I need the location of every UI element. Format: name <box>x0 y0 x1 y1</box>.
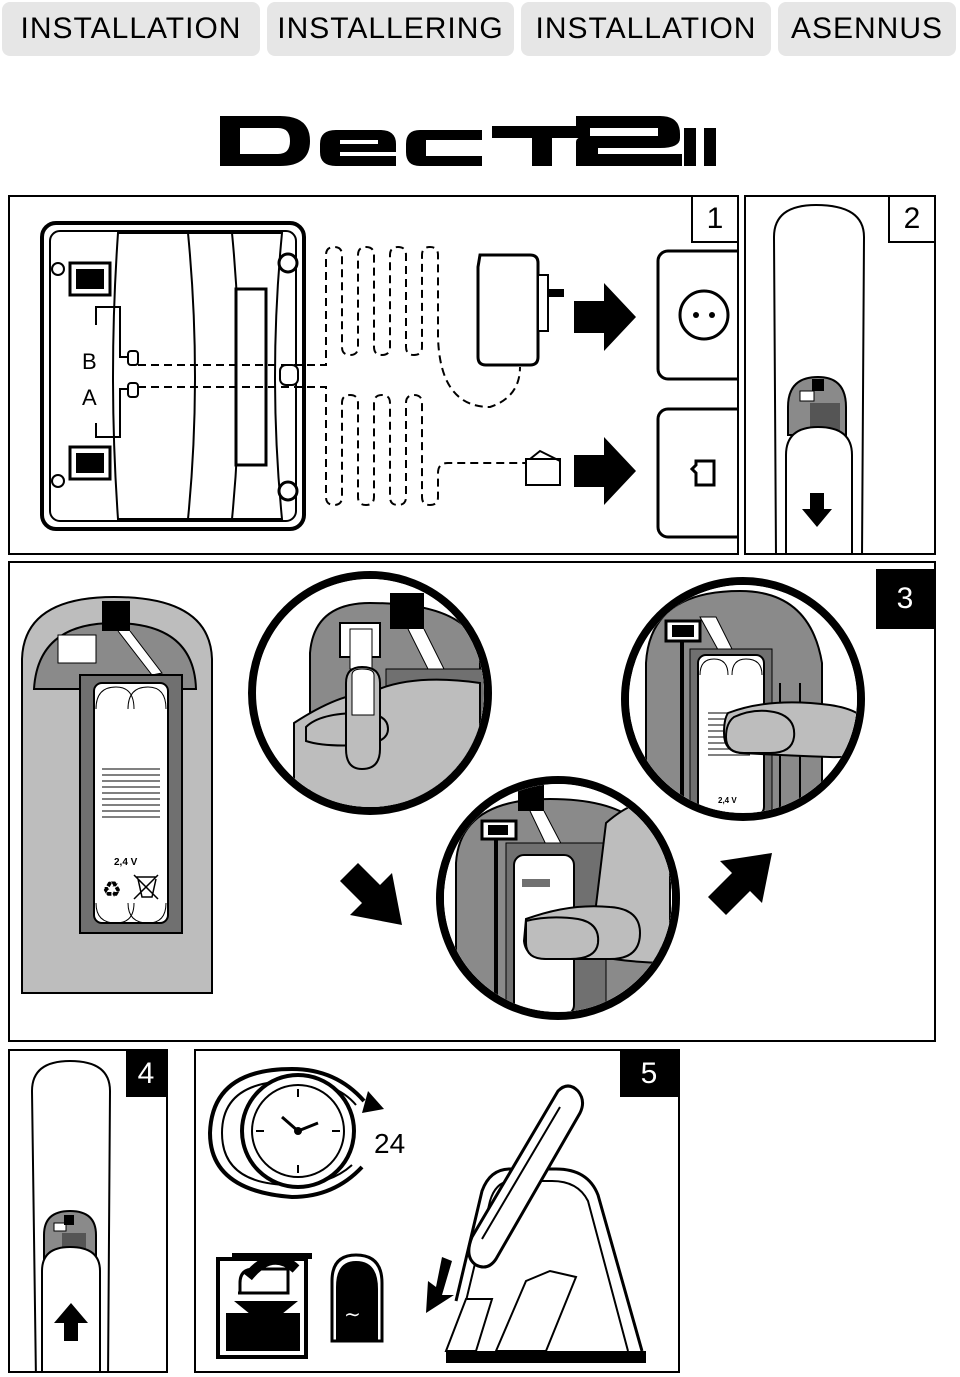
power-adapter <box>476 253 540 367</box>
step-number: 1 <box>691 197 737 243</box>
battery-charge-icon: ∼ <box>216 1253 384 1359</box>
tab-label: INSTALLERING <box>277 12 504 45</box>
step-number-text: 2 <box>903 202 921 235</box>
tab-installering: INSTALLERING <box>267 2 514 56</box>
arrow-down-left-icon <box>426 1257 454 1313</box>
port-b-label: B <box>82 349 97 374</box>
handset-back-illustration <box>772 203 866 553</box>
dect-211-logo <box>220 116 716 166</box>
step-number-text: 5 <box>640 1057 658 1090</box>
step-number: 5 <box>620 1051 678 1097</box>
charge-hours: 24 <box>374 1128 405 1159</box>
arrow-down-icon <box>802 493 832 527</box>
arrow-down-right-icon <box>340 863 402 925</box>
battery-pack <box>93 682 169 924</box>
panel-step-5: 5 24 ∼ <box>194 1049 680 1373</box>
ac-icon: ∼ <box>344 1304 361 1326</box>
battery-insertion-illustration: 2,4 V ♻ <box>21 571 865 1020</box>
panel-step-1: 1 B A <box>8 195 739 555</box>
recycle-icon: ♻ <box>102 877 122 902</box>
step-number: 3 <box>876 569 934 629</box>
crossed-bin-icon <box>133 874 159 900</box>
step-number: 4 <box>126 1051 166 1097</box>
arrow-right-icon <box>574 437 636 505</box>
step-number-text: 4 <box>137 1057 155 1090</box>
base-connection-illustration: B A <box>40 221 737 539</box>
panel-step-3: 3 2,4 V ♻ <box>8 561 936 1042</box>
handset-close-illustration <box>30 1059 112 1371</box>
step-number-text: 3 <box>896 582 914 615</box>
tab-label: INSTALLATION <box>20 12 242 45</box>
port-a-label: A <box>82 385 97 410</box>
tab-asennus: ASENNUS <box>778 2 956 56</box>
language-tabs: INSTALLATION INSTALLERING INSTALLATION A… <box>0 0 960 60</box>
step-number-text: 1 <box>706 202 724 235</box>
arrow-right-icon <box>574 283 636 351</box>
panel-step-2: 2 <box>744 195 936 555</box>
tab-installation-fr: INSTALLATION <box>521 2 771 56</box>
arrow-up-icon <box>54 1303 88 1341</box>
battery-voltage-label: 2,4 V <box>718 796 737 805</box>
tab-label: INSTALLATION <box>535 12 757 45</box>
battery-voltage-label: 2,4 V <box>114 857 138 868</box>
step-number: 2 <box>888 197 934 243</box>
tab-label: ASENNUS <box>790 12 944 45</box>
panel-step-4: 4 <box>8 1049 168 1373</box>
arrow-up-right-icon <box>708 853 772 915</box>
charging-illustration: 24 ∼ <box>207 1066 646 1363</box>
tab-installation-en: INSTALLATION <box>2 2 260 56</box>
